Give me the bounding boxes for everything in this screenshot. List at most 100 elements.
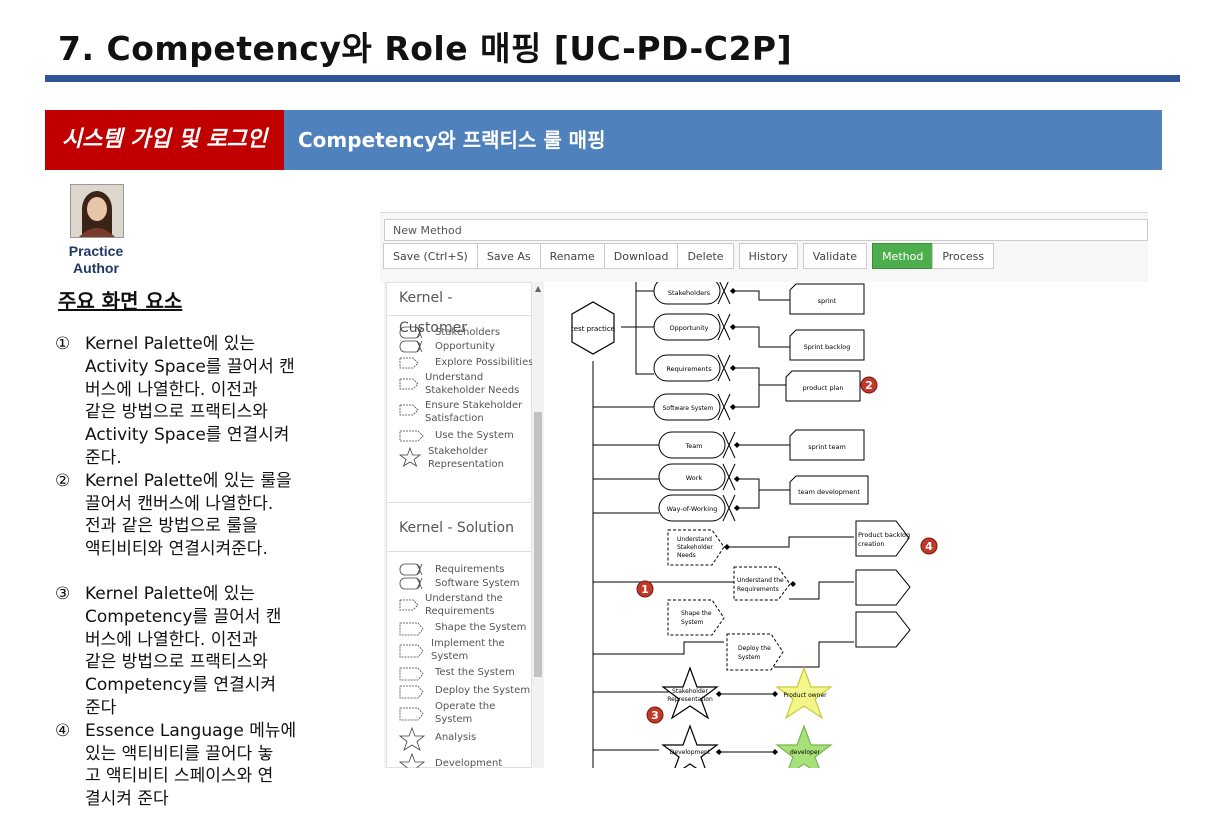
editor-toolbar: Save (Ctrl+S) Save As Rename Download De… [383, 243, 995, 269]
author-label: Practice Author [68, 243, 124, 276]
activity-space-icon [399, 404, 419, 416]
kernel-palette: Kernel - Customer Stakeholders Opportuni… [384, 282, 533, 768]
rename-button[interactable]: Rename [539, 243, 605, 269]
svg-text:3: 3 [651, 709, 659, 722]
alpha-node[interactable]: Requirements [653, 354, 731, 382]
svg-text:Product owner: Product owner [783, 692, 827, 699]
author-avatar [70, 184, 124, 238]
svg-text:Sprint backlog: Sprint backlog [804, 343, 851, 351]
svg-text:Development: Development [670, 749, 711, 756]
svg-text:1: 1 [641, 583, 649, 596]
validate-button[interactable]: Validate [802, 243, 868, 269]
activity-space-icon [399, 378, 419, 390]
work-product-node[interactable]: product plan [785, 370, 861, 402]
note-number: ① [55, 334, 71, 354]
note-number: ④ [55, 720, 71, 741]
alpha-node[interactable]: Work [658, 463, 736, 491]
svg-text:Team: Team [684, 442, 702, 450]
svg-text:sprint: sprint [818, 297, 837, 305]
save-button[interactable]: Save (Ctrl+S) [383, 243, 478, 269]
alpha-icon [399, 340, 423, 353]
history-button[interactable]: History [738, 243, 798, 269]
palette-solution-header[interactable]: Kernel - Solution [387, 503, 531, 552]
title-divider [45, 75, 1180, 82]
svg-text:Work: Work [686, 474, 703, 482]
practice-node[interactable]: test practice [571, 301, 615, 355]
competency-star-icon [399, 727, 425, 751]
role-node[interactable]: developer [775, 724, 833, 768]
svg-text:2: 2 [865, 379, 873, 392]
alpha-node[interactable]: Software System [653, 393, 731, 421]
app-toolbar-area: New Method Save (Ctrl+S) Save As Rename … [380, 212, 1148, 283]
activity-space-icon [399, 430, 424, 442]
diagram-canvas[interactable]: test practice Stakeholders Opportunity R… [544, 277, 1148, 768]
competency-star-icon [399, 753, 425, 768]
activity-node[interactable] [855, 569, 911, 606]
activity-space-icon [399, 685, 424, 699]
svg-text:Stakeholders: Stakeholders [668, 289, 711, 297]
role-node[interactable]: Product owner [775, 666, 833, 720]
key-elements-title: 주요 화면 요소 [58, 289, 183, 313]
svg-text:Requirements: Requirements [666, 365, 712, 373]
activity-space-icon [399, 667, 424, 681]
download-button[interactable]: Download [603, 243, 679, 269]
activity-node[interactable] [855, 611, 911, 648]
alpha-node[interactable]: Opportunity [653, 313, 731, 341]
marker-2: 2 [860, 376, 878, 394]
marker-3: 3 [646, 706, 664, 724]
work-product-node[interactable]: team development [789, 475, 869, 505]
method-name-input[interactable]: New Method [384, 219, 1148, 241]
slide-title: 7. Competency와 Role 매핑 [UC-PD-C2P] [58, 29, 793, 68]
note-number: ② [55, 470, 71, 491]
alpha-node[interactable]: Team [658, 431, 736, 459]
banner-title: Competency와 프랙티스 룰 매핑 [298, 128, 606, 152]
svg-text:developer: developer [790, 749, 821, 756]
method-editor-app: New Method Save (Ctrl+S) Save As Rename … [380, 212, 1148, 768]
svg-text:Opportunity: Opportunity [669, 324, 708, 332]
activity-space-icon [399, 599, 419, 611]
palette-customer-header[interactable]: Kernel - Customer [399, 290, 468, 336]
delete-button[interactable]: Delete [677, 243, 734, 269]
alpha-node[interactable]: Stakeholders [653, 277, 731, 305]
svg-text:4: 4 [925, 540, 933, 553]
save-as-button[interactable]: Save As [476, 243, 541, 269]
competency-node[interactable]: Development [661, 724, 719, 768]
palette-scrollbar[interactable]: ▲ [532, 282, 544, 768]
activity-space-icon [399, 644, 424, 658]
alpha-node[interactable]: Way-of-Working [658, 494, 736, 522]
marker-4: 4 [920, 537, 938, 555]
method-tab[interactable]: Method [872, 243, 934, 269]
note-4: ④ Essence Language 메뉴에 있는 액티비티를 끌어다 놓 고 … [55, 720, 297, 810]
scrollbar-thumb[interactable] [534, 412, 542, 677]
svg-text:product plan: product plan [802, 384, 843, 392]
scroll-up-icon[interactable]: ▲ [535, 284, 542, 293]
svg-text:team development: team development [798, 488, 860, 496]
banner-step-label: 시스템 가입 및 로그인 [45, 110, 284, 170]
work-product-node[interactable]: sprint team [789, 429, 865, 461]
activity-space-icon [399, 707, 424, 721]
svg-text:sprint team: sprint team [808, 443, 846, 451]
notes-list: ① Kernel Palette에 있는 Activity Space를 끌어서… [55, 333, 325, 811]
work-product-node[interactable]: sprint [789, 283, 865, 315]
work-product-node[interactable]: Sprint backlog [789, 329, 865, 361]
marker-1: 1 [636, 580, 654, 598]
alpha-icon [399, 577, 423, 590]
svg-text:Software System: Software System [663, 405, 714, 412]
section-banner: 시스템 가입 및 로그인 Competency와 프랙티스 룰 매핑 [45, 110, 1162, 170]
activity-space-icon [399, 622, 424, 636]
note-2: ② Kernel Palette에 있는 룰을 끌어서 캔버스에 나열한다. 전… [55, 470, 292, 560]
note-1: ① Kernel Palette에 있는 Activity Space를 끌어서… [55, 334, 295, 468]
process-tab[interactable]: Process [932, 243, 995, 269]
note-3: ③ Kernel Palette에 있는 Competency를 끌어서 캔 버… [55, 583, 282, 718]
